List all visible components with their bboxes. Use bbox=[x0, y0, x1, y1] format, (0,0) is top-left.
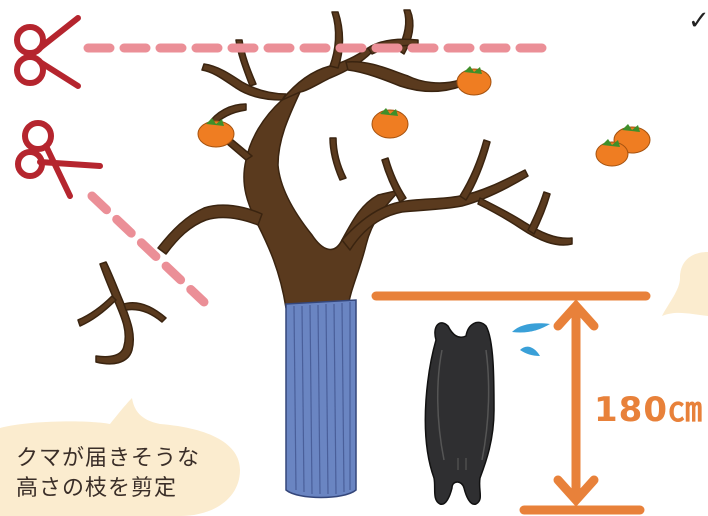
persimmon-icon bbox=[456, 66, 492, 96]
callout-line-1: クマが届きそうな bbox=[16, 446, 201, 471]
cut-line-diagonal bbox=[87, 191, 209, 307]
callout-right-bubble bbox=[662, 252, 708, 316]
height-label: 180㎝ bbox=[594, 390, 703, 430]
scissors-icon bbox=[14, 15, 81, 89]
callout-bubble bbox=[0, 398, 240, 516]
water-drops-icon bbox=[512, 323, 550, 356]
persimmon-icon bbox=[371, 108, 409, 139]
persimmon-icon bbox=[197, 118, 235, 148]
height-measure bbox=[371, 291, 651, 515]
arrow-up-icon bbox=[553, 299, 599, 331]
arrow-down-icon bbox=[553, 475, 599, 507]
check-icon: ✓ bbox=[688, 6, 708, 36]
trunk-guard bbox=[285, 299, 357, 499]
scissors-icon bbox=[15, 120, 103, 199]
callout-text: クマが届きそうな 高さの枝を剪定 bbox=[16, 444, 200, 504]
persimmon-icon bbox=[595, 139, 629, 167]
persimmons bbox=[197, 66, 651, 167]
bear-silhouette-icon bbox=[424, 321, 495, 505]
callout-line-2: 高さの枝を剪定 bbox=[16, 476, 178, 501]
